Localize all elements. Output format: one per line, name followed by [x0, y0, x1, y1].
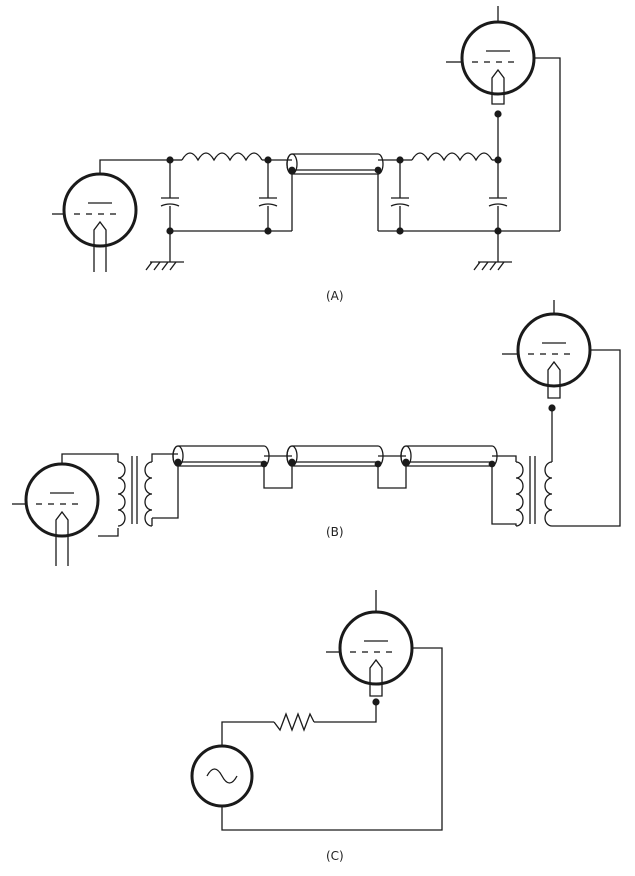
- capacitor-a2: [258, 197, 278, 207]
- left-vacuum-tube: [62, 172, 138, 248]
- capacitor-a1: [160, 197, 180, 207]
- coax-cable-b3: [400, 445, 498, 467]
- ground-symbol-left: [145, 261, 184, 271]
- resistor-c: [273, 712, 315, 732]
- label-a: (A): [326, 289, 344, 303]
- capacitor-a4: [488, 197, 508, 207]
- vacuum-tube-c: [338, 610, 414, 686]
- left-vacuum-tube-b: [24, 462, 100, 538]
- ac-source-c: [190, 744, 254, 808]
- transformer-input: [117, 456, 153, 527]
- input-wire: [99, 159, 172, 174]
- label-b: (B): [326, 525, 344, 539]
- coax-cable-a: [286, 153, 384, 175]
- circuit-a: (A): [52, 6, 561, 303]
- circuit-b: (B): [12, 300, 621, 566]
- label-c: (C): [326, 849, 344, 863]
- inductor-a2: [411, 152, 493, 162]
- circuit-c: (C): [190, 590, 443, 863]
- right-vacuum-tube-b: [516, 312, 592, 388]
- capacitor-a3: [390, 197, 410, 207]
- coax-cable-b1: [172, 445, 270, 467]
- inductor-a1: [181, 152, 263, 162]
- transformer-output: [515, 456, 553, 527]
- coax-cable-b2: [286, 445, 384, 467]
- right-vacuum-tube-a: [460, 20, 536, 96]
- ground-symbol-right: [473, 261, 512, 271]
